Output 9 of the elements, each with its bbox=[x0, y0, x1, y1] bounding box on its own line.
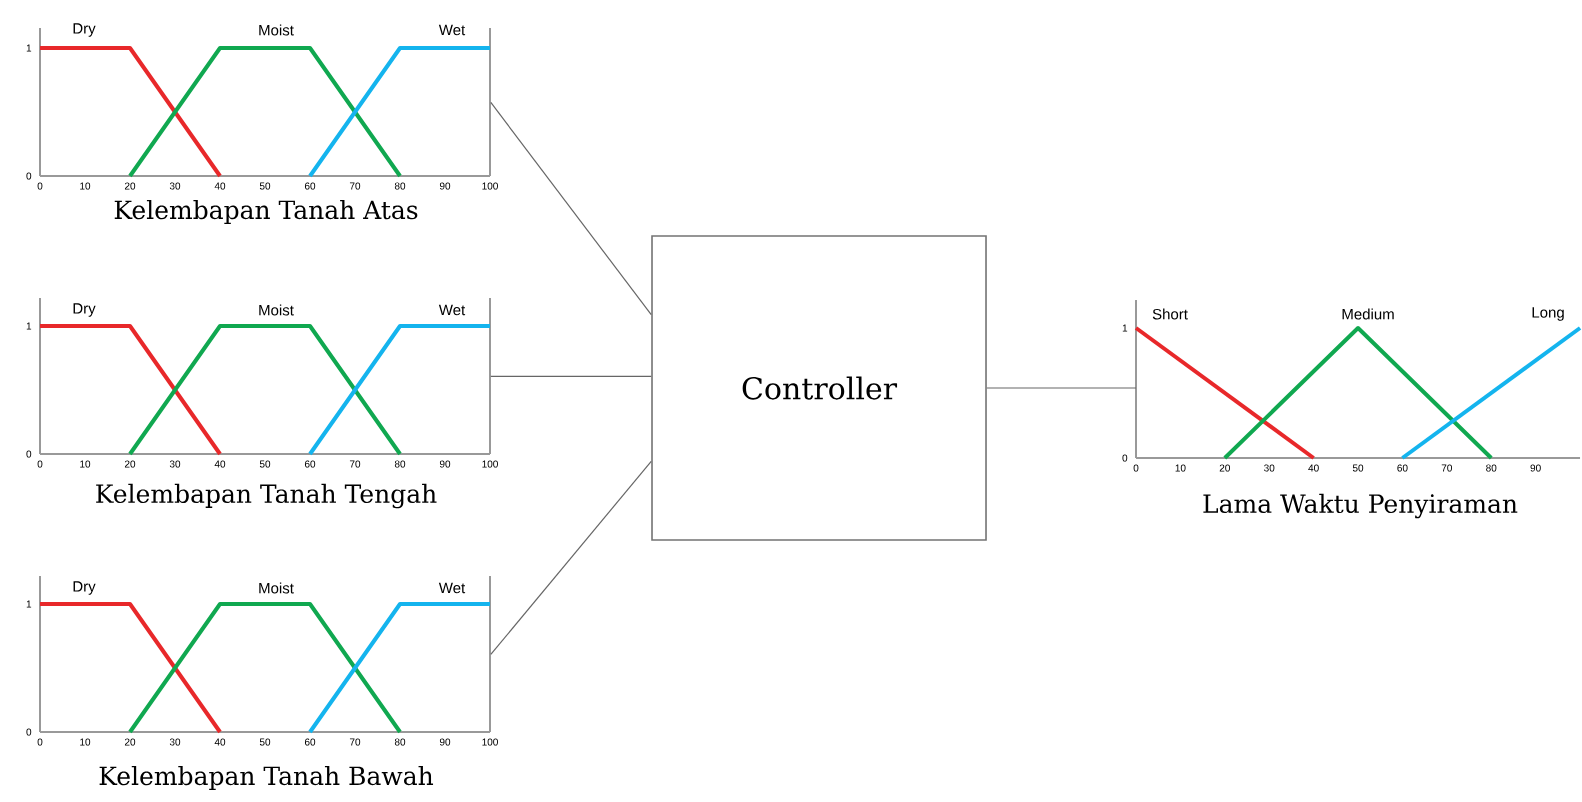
connector-line bbox=[490, 375, 652, 377]
connector-line bbox=[490, 460, 652, 655]
controller-box: Controller bbox=[651, 235, 987, 541]
chart-caption: Kelembapan Tanah Atas bbox=[114, 199, 418, 225]
connector-line bbox=[986, 387, 1137, 389]
chart-caption: Lama Waktu Penyiraman bbox=[1203, 493, 1518, 519]
chart-caption: Kelembapan Tanah Bawah bbox=[99, 765, 434, 791]
connector-line bbox=[490, 101, 652, 316]
chart-caption: Kelembapan Tanah Tengah bbox=[96, 483, 437, 509]
